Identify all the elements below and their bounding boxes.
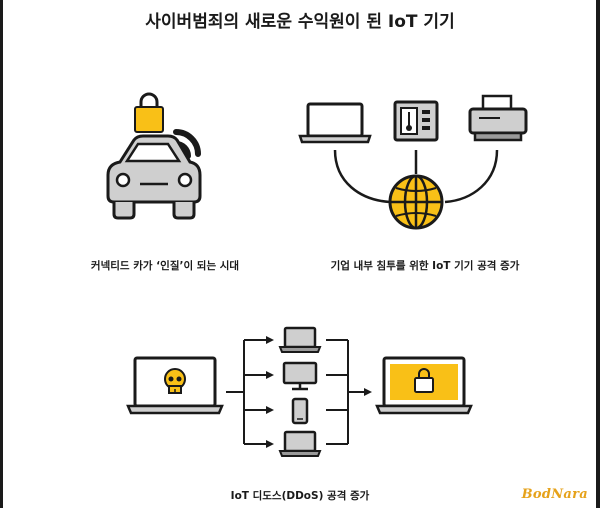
thermostat-icon	[393, 100, 439, 142]
smartphone-icon	[291, 397, 309, 425]
laptop-icon	[278, 326, 322, 353]
printer-icon	[468, 94, 528, 142]
monitor-icon	[282, 361, 318, 391]
caption-ddos: IoT 디도스(DDoS) 공격 증가	[230, 490, 370, 502]
globe-icon	[388, 174, 444, 230]
caption-connected-car: 커넥티드 카가 ‘인질’이 되는 시대	[90, 260, 240, 272]
car-icon	[106, 134, 202, 220]
laptop-icon	[278, 430, 322, 457]
right-border	[596, 0, 600, 508]
laptop-icon	[298, 102, 372, 144]
caption-enterprise: 기업 내부 침투를 위한 IoT 기기 공격 증가	[330, 260, 520, 272]
watermark-logo: BodNara	[521, 487, 588, 502]
fan-in-arrows	[326, 339, 372, 445]
fan-out-arrows	[226, 336, 274, 448]
connection-lines	[333, 149, 499, 204]
left-border	[0, 0, 3, 508]
locked-laptop-icon	[375, 356, 473, 415]
padlock-icon	[134, 92, 164, 133]
page-title: 사이버범죄의 새로운 수익원이 된 IoT 기기	[145, 12, 455, 32]
skull-laptop-icon	[126, 356, 224, 415]
